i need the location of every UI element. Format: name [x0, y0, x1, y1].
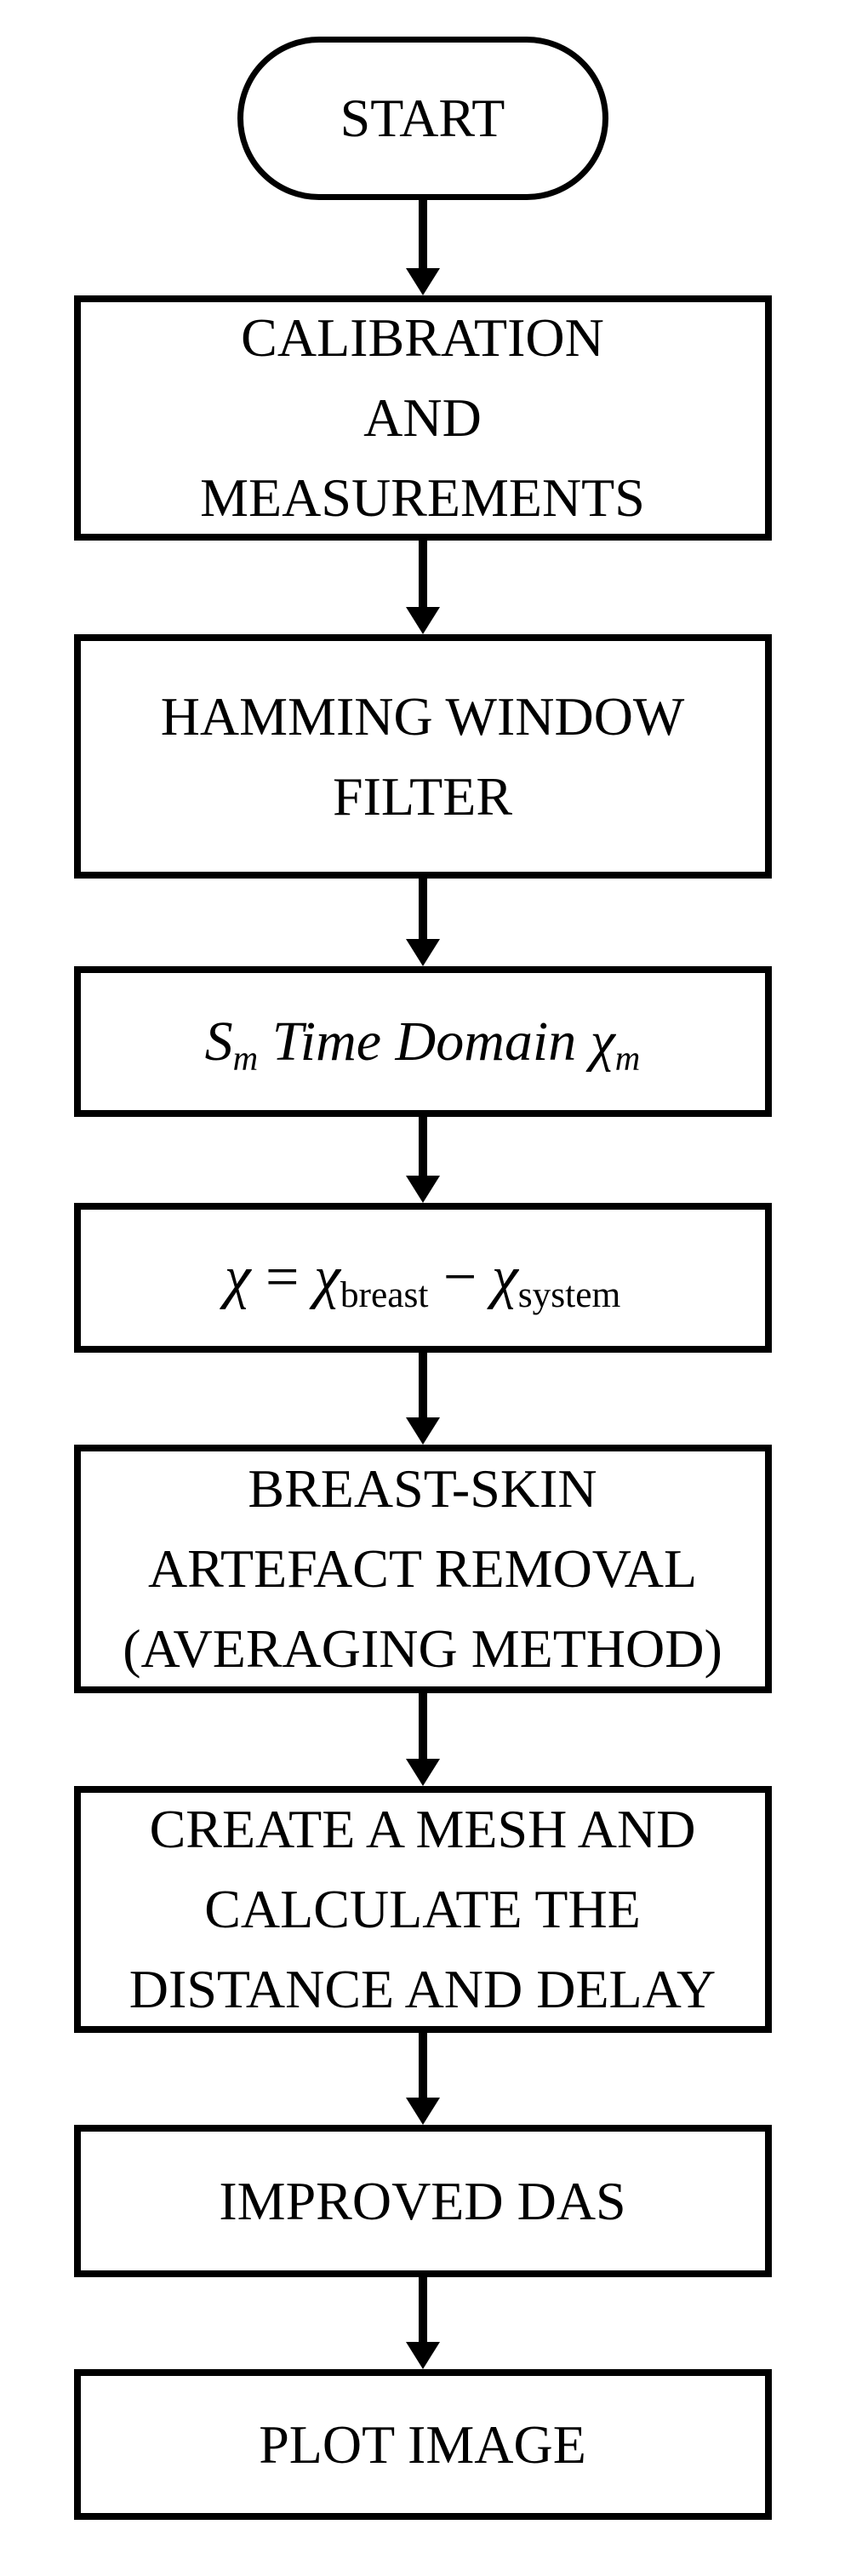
node-label-line: BREAST-SKIN — [248, 1458, 597, 1519]
flow-node-plot-image: PLOT IMAGE — [73, 2369, 772, 2520]
node-label: IMPROVED DAS — [219, 2170, 626, 2231]
math-subscript-breast: breast — [340, 1274, 429, 1316]
node-label-line: HAMMING WINDOW — [160, 685, 685, 747]
flow-node-create-mesh: CREATE A MESH AND CALCULATE THE DISTANCE… — [73, 1786, 772, 2033]
arrow-down-icon — [405, 607, 440, 634]
math-equals: = — [250, 1245, 315, 1310]
flow-node-artefact-removal: BREAST-SKIN ARTEFACT REMOVAL (AVERAGING … — [73, 1445, 772, 1693]
node-label-line: DISTANCE AND DELAY — [128, 1959, 717, 2019]
arrow-line — [418, 2277, 427, 2342]
arrow-down-icon — [405, 1417, 440, 1445]
math-symbol-chi: χ — [224, 1245, 251, 1310]
node-label-line: CALIBRATION — [241, 307, 604, 368]
node-label: PLOT IMAGE — [259, 2413, 586, 2475]
node-label-line: AND — [363, 387, 482, 448]
flow-node-hamming-window-filter: HAMMING WINDOW FILTER — [73, 634, 772, 879]
arrow-mesh-to-improved-das — [405, 2033, 440, 2125]
arrow-down-icon — [405, 939, 440, 966]
flow-node-calibration: CALIBRATION AND MEASUREMENTS — [73, 295, 772, 541]
arrow-calibration-to-hamming — [405, 541, 440, 634]
math-expression: Sm Time Domain χm — [204, 1010, 641, 1075]
node-label-line: FILTER — [333, 765, 512, 827]
node-label-line: CALCULATE THE — [204, 1879, 641, 1939]
flow-node-sm-time-domain: Sm Time Domain χm — [73, 966, 772, 1117]
arrow-line — [418, 200, 427, 268]
node-label: START — [340, 88, 505, 148]
arrow-artefact-removal-to-mesh — [405, 1693, 440, 1786]
math-subscript-m: m — [232, 1038, 259, 1077]
arrow-line — [418, 2033, 427, 2098]
math-symbol-chi: χ — [314, 1245, 340, 1310]
arrow-line — [418, 879, 427, 939]
node-label-line: ARTEFACT REMOVAL — [147, 1538, 698, 1599]
flow-node-chi-formula: χ = χbreast − χsystem — [73, 1203, 772, 1353]
arrow-hamming-to-time-domain — [405, 879, 440, 966]
arrow-down-icon — [405, 1176, 440, 1203]
arrow-line — [418, 1353, 427, 1417]
node-label-line: CREATE A MESH AND — [149, 1799, 696, 1859]
arrow-formula-to-artefact-removal — [405, 1353, 440, 1445]
flow-node-improved-das: IMPROVED DAS — [73, 2125, 772, 2277]
arrow-down-icon — [405, 1759, 440, 1786]
arrow-down-icon — [405, 2342, 440, 2369]
math-symbol-chi: χ — [491, 1245, 518, 1310]
arrow-improved-das-to-plot — [405, 2277, 440, 2369]
math-symbol-chi: χ — [590, 1010, 615, 1073]
node-label-line: (AVERAGING METHOD) — [123, 1618, 722, 1679]
arrow-time-domain-to-formula — [405, 1117, 440, 1203]
arrow-line — [418, 1693, 427, 1759]
math-expression: χ = χbreast − χsystem — [224, 1245, 621, 1314]
math-minus: − — [428, 1245, 492, 1310]
node-label-line: MEASUREMENTS — [200, 467, 645, 528]
arrow-down-icon — [405, 268, 440, 295]
math-subscript-m: m — [614, 1038, 641, 1077]
math-subscript-system: system — [517, 1274, 621, 1316]
math-text: Time Domain — [258, 1010, 591, 1073]
arrow-start-to-calibration — [405, 200, 440, 295]
arrow-line — [418, 1117, 427, 1176]
arrow-down-icon — [405, 2098, 440, 2125]
arrow-line — [418, 541, 427, 607]
flow-node-start: START — [237, 37, 608, 200]
math-symbol-s: S — [204, 1010, 233, 1073]
